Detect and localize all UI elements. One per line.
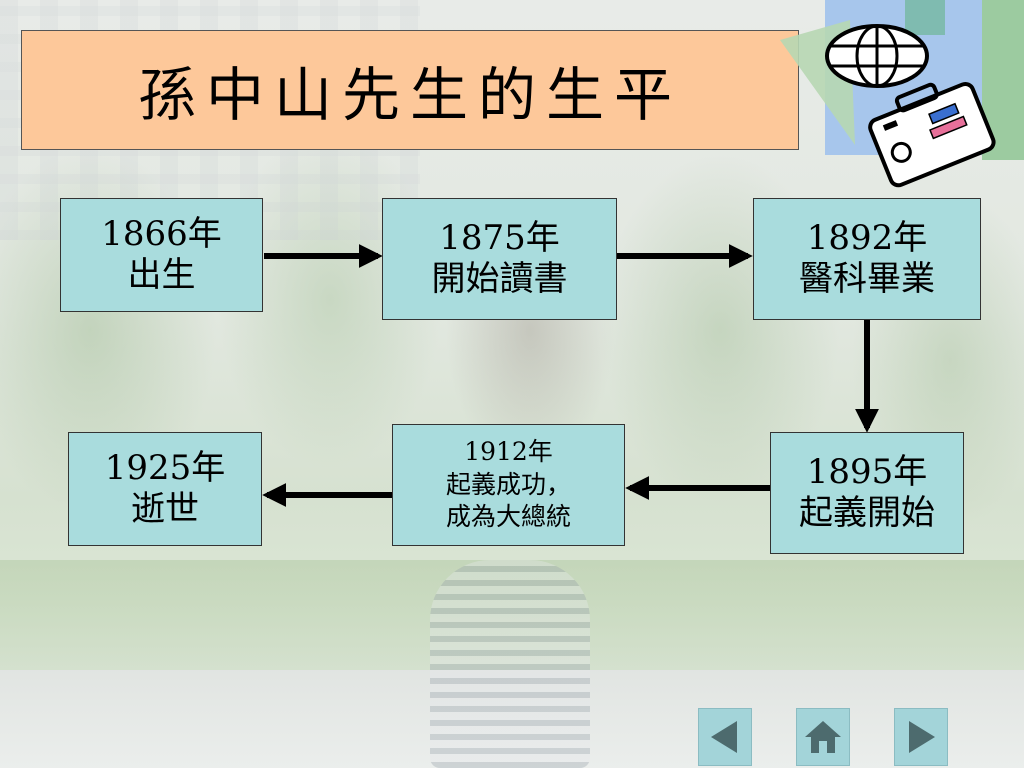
triangle-right-icon xyxy=(909,721,935,753)
node-year: 1912年 xyxy=(464,437,553,467)
timeline-node-1925: 1925年 逝世 xyxy=(68,432,262,546)
background-walkway xyxy=(0,670,1024,768)
node-event: 醫科畢業 xyxy=(799,259,935,299)
node-event: 逝世 xyxy=(131,489,199,529)
node-event: 出生 xyxy=(127,255,196,295)
home-button[interactable] xyxy=(796,708,850,766)
title-box: 孫中山先生的生平 xyxy=(21,30,799,150)
node-year: 1875年 xyxy=(439,218,560,259)
suitcase-icon xyxy=(868,81,996,188)
timeline-node-1912: 1912年 起義成功， 成為大總統 xyxy=(392,424,625,546)
node-event: 開始讀書 xyxy=(431,259,568,299)
background-hedge xyxy=(0,560,1024,670)
background-person xyxy=(430,560,590,768)
node-event-line1: 起義成功， xyxy=(445,469,571,499)
green-panel-top xyxy=(905,0,945,35)
next-slide-button[interactable] xyxy=(894,708,948,766)
timeline-node-1875: 1875年 開始讀書 xyxy=(382,198,617,320)
node-event-line2: 成為大總統 xyxy=(445,502,571,532)
home-icon xyxy=(805,721,841,753)
page-title: 孫中山先生的生平 xyxy=(137,61,682,129)
node-year: 1866年 xyxy=(101,214,222,255)
timeline-node-1866: 1866年 出生 xyxy=(60,198,263,312)
node-year: 1925年 xyxy=(104,448,226,489)
timeline-node-1895: 1895年 起義開始 xyxy=(770,432,964,554)
green-panel-right xyxy=(982,0,1024,160)
node-year: 1892年 xyxy=(806,218,928,259)
globe-icon xyxy=(825,24,929,88)
prev-slide-button[interactable] xyxy=(698,708,752,766)
node-year: 1895年 xyxy=(806,452,928,493)
timeline-node-1892: 1892年 醫科畢業 xyxy=(753,198,981,320)
globe-suitcase-clipart xyxy=(780,0,1024,188)
triangle-left-icon xyxy=(711,721,737,753)
node-event: 起義開始 xyxy=(799,493,935,533)
